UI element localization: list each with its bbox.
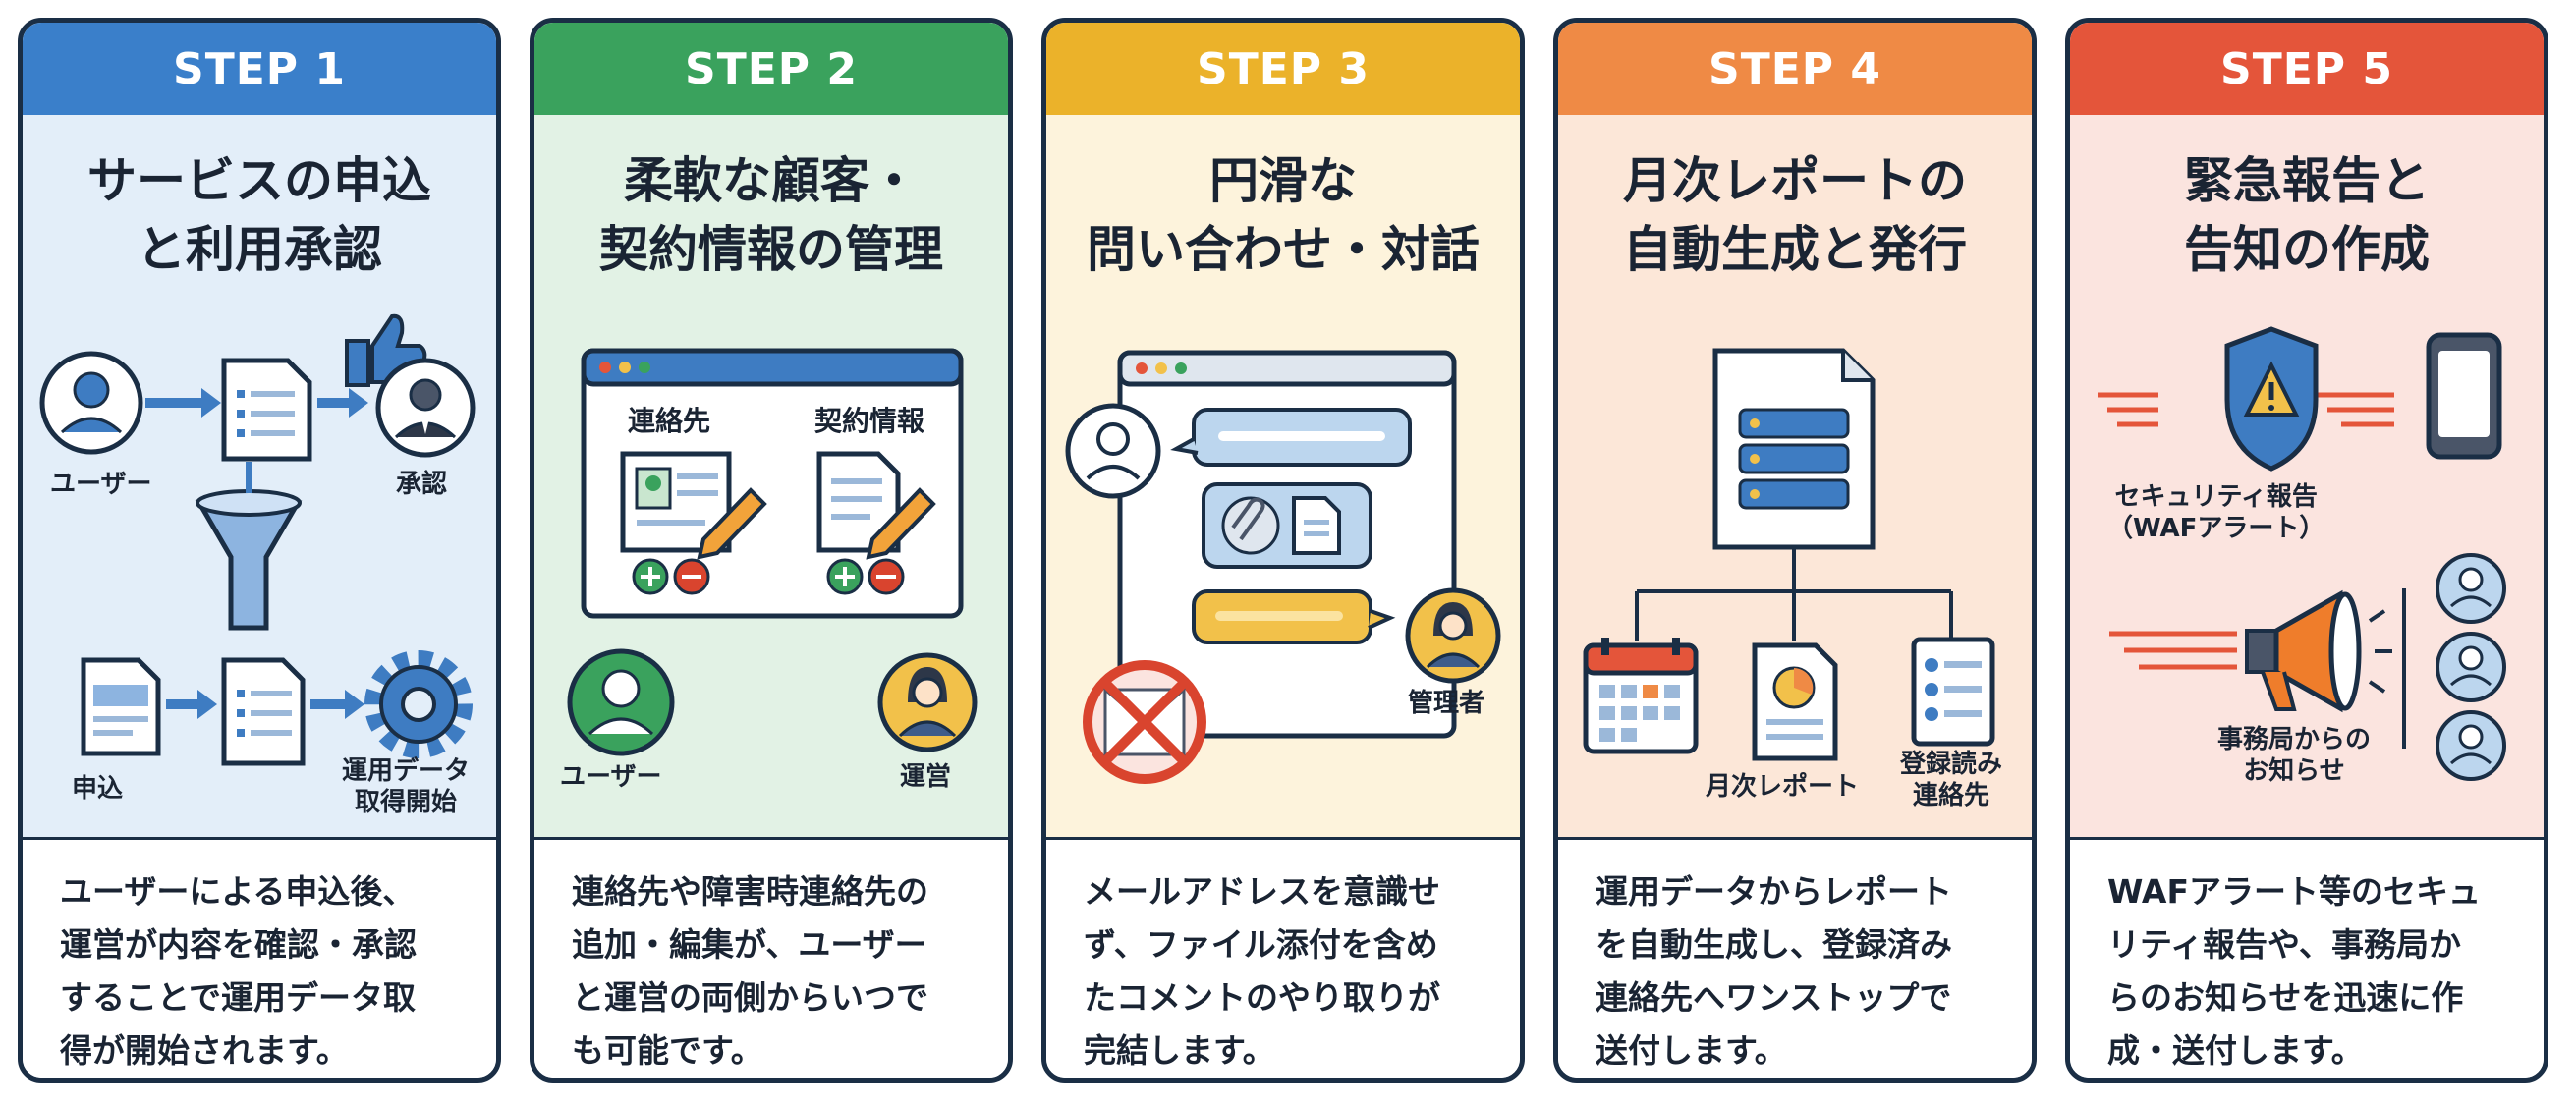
plus-icon <box>826 558 864 595</box>
warning-shield-icon <box>2224 326 2319 472</box>
step-visual-1: サービスの申込と利用承認 ユーザー 承認 申込 運用データ取得開始 <box>23 115 496 837</box>
label-ops-data: 運用データ取得開始 <box>342 756 471 817</box>
label-approve: 承認 <box>396 470 448 499</box>
step-visual-4: 月次レポートの自動生成と発行 月次レポート 登録読み連絡先 <box>1558 115 2032 837</box>
step-card-4: STEP 4 <box>1553 18 2037 1083</box>
pencil-icon <box>866 487 936 560</box>
step-header-3: STEP 3 <box>1046 23 1520 115</box>
funnel-icon <box>195 462 303 631</box>
chat-bubble-icon <box>1192 589 1396 644</box>
label-user: ユーザー <box>50 470 152 499</box>
contact-list-icon <box>1911 637 1995 747</box>
step-5-illustration <box>2098 326 2506 781</box>
smartphone-icon <box>2426 332 2502 460</box>
step-visual-3: 円滑な問い合わせ・対話 管理者 <box>1046 115 1520 837</box>
step-header-2: STEP 2 <box>534 23 1008 115</box>
step-visual-5: 緊急報告と告知の作成 セキュリティ報告（WAFアラート） 事務局からのお知らせ <box>2070 115 2544 837</box>
step-1-illustration <box>39 313 476 766</box>
person-icon <box>375 358 476 458</box>
user-icon <box>2436 632 2506 702</box>
step-description-4: 運用データからレポートを自動生成し、登録済み 連絡先へワンストップで送付します。 <box>1558 837 2032 1078</box>
step-3-illustration <box>1065 350 1501 784</box>
pencil-icon <box>697 487 767 560</box>
user-icon <box>2436 710 2506 781</box>
megaphone-icon <box>2245 589 2392 713</box>
calendar-icon <box>1583 638 1699 754</box>
step-card-2: STEP 2 <box>530 18 1013 1083</box>
label-user: ユーザー <box>560 762 662 792</box>
step-title-4: 月次レポートの自動生成と発行 <box>1623 152 1967 278</box>
document-icon <box>1292 496 1341 555</box>
step-description-5: WAFアラート等のセキュリティ報告や、事務局か らのお知らせを迅速に作成・送付し… <box>2070 837 2544 1078</box>
step-title-3: 円滑な問い合わせ・対話 <box>1087 152 1480 278</box>
minus-icon <box>868 558 905 595</box>
paperclip-icon <box>1202 482 1372 569</box>
minus-icon <box>673 558 710 595</box>
chat-bubble-icon <box>1170 408 1412 467</box>
label-office: 事務局からのお知らせ <box>2217 725 2372 786</box>
no-mail-icon <box>1083 660 1206 784</box>
label-apply: 申込 <box>72 774 124 804</box>
step-header-5: STEP 5 <box>2070 23 2544 115</box>
label-security: セキュリティ報告（WAFアラート） <box>2107 482 2325 543</box>
female-user-icon <box>877 652 978 752</box>
step-description-1: ユーザーによる申込後、運営が内容を確認・承認 することで運用データ取得が開始され… <box>23 837 496 1078</box>
step-visual-2: 柔軟な顧客・契約情報の管理 連絡先 契約情報 ユーザー 運営 <box>534 115 1008 837</box>
step-card-1: STEP 1 <box>18 18 501 1083</box>
label-ops: 運営 <box>900 762 952 792</box>
user-icon <box>2436 553 2506 624</box>
document-icon <box>221 358 312 462</box>
server-document-icon <box>1712 348 1876 550</box>
step-title-1: サービスの申込と利用承認 <box>87 152 431 278</box>
gear-icon <box>364 650 473 758</box>
step-card-3: STEP 3 <box>1041 18 1525 1083</box>
step-2-illustration <box>567 348 978 756</box>
label-registered: 登録読み連絡先 <box>1900 750 2003 810</box>
label-contact: 連絡先 <box>628 405 711 437</box>
label-contract: 契約情報 <box>814 405 925 437</box>
step-title-2: 柔軟な顧客・契約情報の管理 <box>599 152 943 278</box>
plus-icon <box>632 558 669 595</box>
step-description-3: メールアドレスを意識せず、ファイル添付を含め たコメントのやり取りが完結します。 <box>1046 837 1520 1078</box>
female-user-icon <box>1405 587 1501 684</box>
label-admin: 管理者 <box>1408 689 1485 718</box>
step-card-5: STEP 5 <box>2065 18 2548 1083</box>
user-icon <box>39 351 143 455</box>
step-header-4: STEP 4 <box>1558 23 2032 115</box>
step-4-illustration <box>1583 348 1995 761</box>
user-icon <box>1065 403 1161 499</box>
document-icon <box>221 657 306 766</box>
user-icon <box>567 648 675 756</box>
step-description-2: 連絡先や障害時連絡先の追加・編集が、ユーザー と運営の両側からいつでも可能です。 <box>534 837 1008 1078</box>
form-icon <box>81 657 161 756</box>
step-header-1: STEP 1 <box>23 23 496 115</box>
report-chart-icon <box>1752 642 1838 761</box>
label-monthly-report: 月次レポート <box>1706 772 1860 802</box>
step-title-5: 緊急報告と告知の作成 <box>2184 152 2430 278</box>
